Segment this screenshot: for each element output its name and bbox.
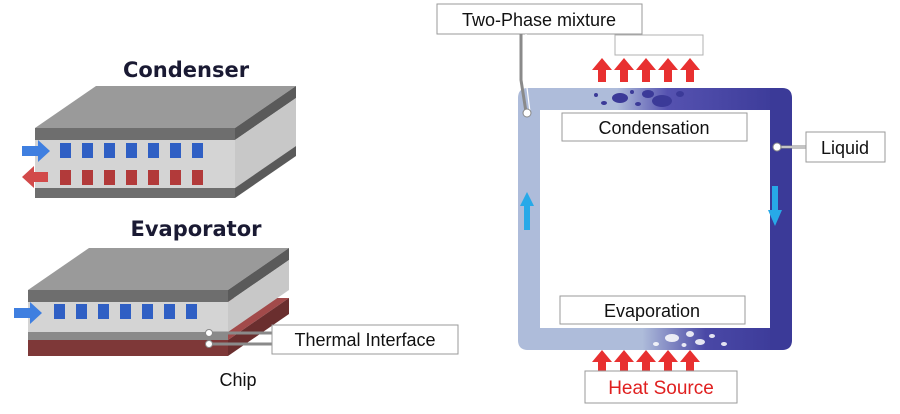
condenser-title: Condenser: [123, 58, 250, 82]
liquid-leader: [772, 142, 806, 152]
condenser-red-channels: [60, 170, 203, 185]
thermal-interface-box: [271, 324, 459, 355]
thermal-interface-leader: [205, 329, 272, 348]
condensation-bubbles: [594, 90, 684, 107]
condensation-box: [561, 112, 748, 142]
condenser-block: [35, 86, 296, 198]
heat-source-box: [584, 370, 738, 404]
inflow-arrow-icon: [22, 140, 50, 162]
condensation-label: Condensation: [598, 118, 709, 138]
evaporator-block: [28, 248, 289, 356]
chip-label: Chip: [219, 370, 256, 390]
liquid-label: Liquid: [821, 138, 869, 158]
heat-release-arrows-icon: [592, 58, 700, 82]
condenser-blue-channels: [60, 143, 203, 158]
two-phase-leader: [519, 34, 532, 118]
two-phase-label: Two-Phase mixture: [462, 10, 616, 30]
evaporator-title: Evaporator: [130, 217, 262, 241]
evaporation-box: [559, 295, 746, 325]
evaporation-label: Evaporation: [604, 301, 700, 321]
heat-input-arrows-icon: [592, 350, 700, 374]
liquid-box: [805, 131, 886, 163]
evaporator-inflow-arrow-icon: [14, 302, 42, 324]
evaporation-bubbles: [653, 331, 727, 347]
down-flow-arrow-icon: [768, 186, 782, 226]
outflow-arrow-icon: [22, 166, 48, 188]
heat-source-label: Heat Source: [608, 378, 714, 399]
thermal-interface-label: Thermal Interface: [294, 330, 435, 350]
thermosiphon-loop: [518, 88, 792, 350]
two-phase-box: [436, 3, 643, 35]
top-empty-box: [614, 34, 704, 56]
up-flow-arrow-icon: [520, 192, 534, 230]
evaporator-blue-channels: [54, 304, 197, 319]
